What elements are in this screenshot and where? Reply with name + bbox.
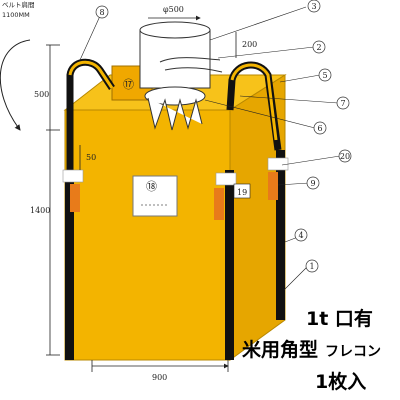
spout-cylinder bbox=[139, 29, 211, 89]
callout-circle-1 bbox=[305, 259, 319, 273]
callout-label-4: 4 bbox=[298, 231, 303, 240]
callout-label-20: 20 bbox=[340, 152, 350, 161]
callout-label-7: 7 bbox=[340, 99, 345, 108]
callout-label-6: 6 bbox=[317, 124, 322, 133]
belt-sleeve-left bbox=[62, 169, 84, 183]
belt-side-right bbox=[276, 150, 285, 320]
callout-label-3: 3 bbox=[311, 2, 316, 11]
callout-circle-4 bbox=[294, 228, 308, 242]
leader-8 bbox=[79, 15, 101, 61]
belt-sleeve-center bbox=[215, 172, 237, 186]
leader-2 bbox=[217, 46, 315, 59]
orange-patch-right bbox=[268, 172, 278, 200]
callout-circle-8 bbox=[95, 5, 109, 19]
dim-body-height: 1400 bbox=[30, 206, 50, 215]
marker-19: 19 bbox=[237, 188, 247, 197]
product-line2: 米用角型 bbox=[242, 338, 318, 361]
dim-top-diameter: φ500 bbox=[163, 5, 184, 14]
lift-loop-left-highlight bbox=[68, 60, 114, 89]
tie-cord-2 bbox=[164, 67, 223, 73]
spout-fringe bbox=[147, 97, 203, 131]
leader-3 bbox=[209, 6, 307, 41]
callout-label-8: 8 bbox=[99, 8, 104, 17]
callout-circle-7 bbox=[336, 96, 350, 110]
marker-19-box bbox=[233, 183, 251, 199]
product-line1: 1t 口有 bbox=[306, 307, 373, 330]
belt-spacing-arrow bbox=[0, 39, 31, 131]
callout-label-1: 1 bbox=[309, 262, 314, 271]
callout-circle-20 bbox=[338, 149, 352, 163]
dim-belt-height: 500 bbox=[34, 90, 49, 99]
callout-circle-2 bbox=[312, 40, 326, 54]
callout-circle-3 bbox=[307, 0, 321, 13]
belt-sleeve-right bbox=[267, 157, 289, 171]
bag-front-face bbox=[64, 109, 231, 361]
belt-front-left bbox=[65, 170, 74, 360]
tie-cord bbox=[159, 57, 221, 63]
marker-18: ⑱ bbox=[146, 180, 157, 193]
spout-skirt bbox=[144, 86, 206, 106]
lift-loop-right-highlight bbox=[230, 63, 278, 141]
product-line3: 1枚入 bbox=[315, 370, 366, 393]
document-pocket bbox=[132, 175, 178, 217]
callout-circle-6 bbox=[313, 121, 327, 135]
belt-front-right bbox=[225, 170, 234, 360]
leader-6 bbox=[204, 99, 316, 129]
leader-7 bbox=[239, 95, 339, 104]
leader-9 bbox=[277, 182, 310, 186]
leader-5 bbox=[279, 74, 321, 83]
belt-spacing-value: 1100MM bbox=[2, 11, 30, 19]
spout-top bbox=[139, 21, 211, 39]
callout-label-5: 5 bbox=[322, 71, 327, 80]
dim-spout-height: 200 bbox=[242, 40, 257, 49]
orange-patch-center bbox=[214, 188, 224, 220]
callout-group: 1 2 3 4 5 6 7 8 9 20 bbox=[95, 0, 352, 273]
dim-loop-height: 50 bbox=[86, 153, 96, 162]
callout-label-9: 9 bbox=[310, 179, 315, 188]
belt-spacing-label: ベルト肩間 bbox=[2, 0, 35, 9]
leader-20 bbox=[281, 155, 341, 166]
callout-label-2: 2 bbox=[316, 43, 321, 52]
orange-patch-left bbox=[70, 184, 80, 212]
marker-17: ⑰ bbox=[123, 78, 134, 91]
callout-circle-9 bbox=[306, 176, 320, 190]
leader-1 bbox=[283, 265, 309, 291]
product-line2-kana: フレコン bbox=[325, 344, 381, 360]
callout-circle-5 bbox=[318, 68, 332, 82]
dim-width: 900 bbox=[152, 373, 167, 382]
